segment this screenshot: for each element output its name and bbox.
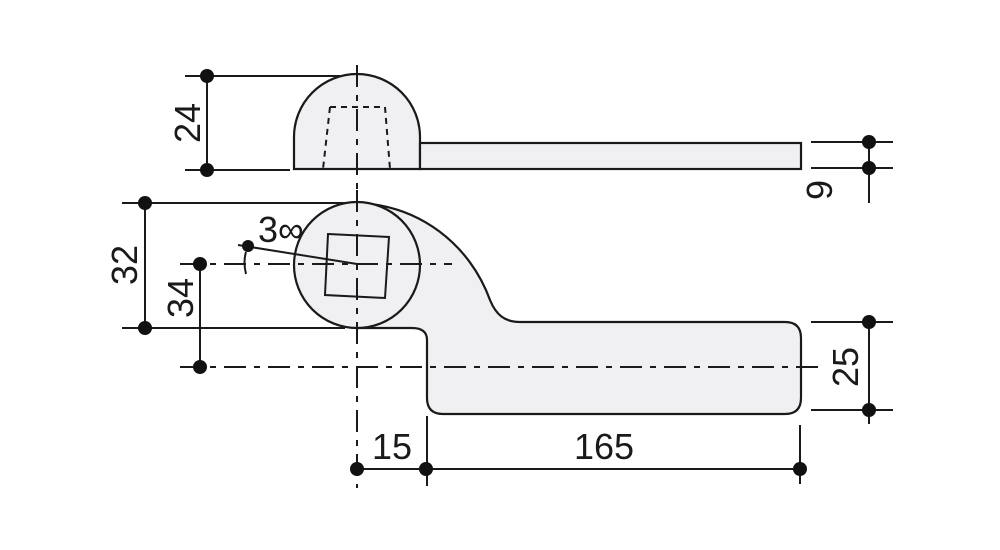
dim-arm-length: 165 <box>574 426 634 467</box>
dim-hub-height: 32 <box>104 245 145 285</box>
flat-bar <box>418 141 803 171</box>
dim-dot <box>200 69 214 83</box>
dim-dot <box>193 360 207 374</box>
dim-dot <box>138 321 152 335</box>
dim-dot <box>138 196 152 210</box>
top-view: 24 9 <box>167 65 893 203</box>
dim-dot <box>419 462 433 476</box>
dim-dot <box>350 462 364 476</box>
plan-view: 3∞ 32 34 25 15 165 <box>104 190 893 488</box>
angle-arc <box>243 251 247 275</box>
dim-offset-height: 34 <box>160 278 201 318</box>
dim-arm-height: 25 <box>825 347 866 387</box>
dim-dot <box>193 257 207 271</box>
angle-leader <box>237 244 358 265</box>
dim-bar-thickness: 9 <box>799 180 840 200</box>
handle-body <box>355 201 803 416</box>
hidden-hole <box>322 106 391 170</box>
dim-dot <box>862 135 876 149</box>
spindle-square <box>323 232 391 300</box>
dim-dot <box>200 163 214 177</box>
dim-hub-offset: 15 <box>372 426 412 467</box>
dim-dot <box>793 462 807 476</box>
angle-dot <box>242 240 254 252</box>
dim-top-height: 24 <box>167 103 208 143</box>
dim-angle: 3∞ <box>258 209 304 250</box>
dim-dot <box>862 161 876 175</box>
dim-dot <box>862 315 876 329</box>
dim-dot <box>862 403 876 417</box>
